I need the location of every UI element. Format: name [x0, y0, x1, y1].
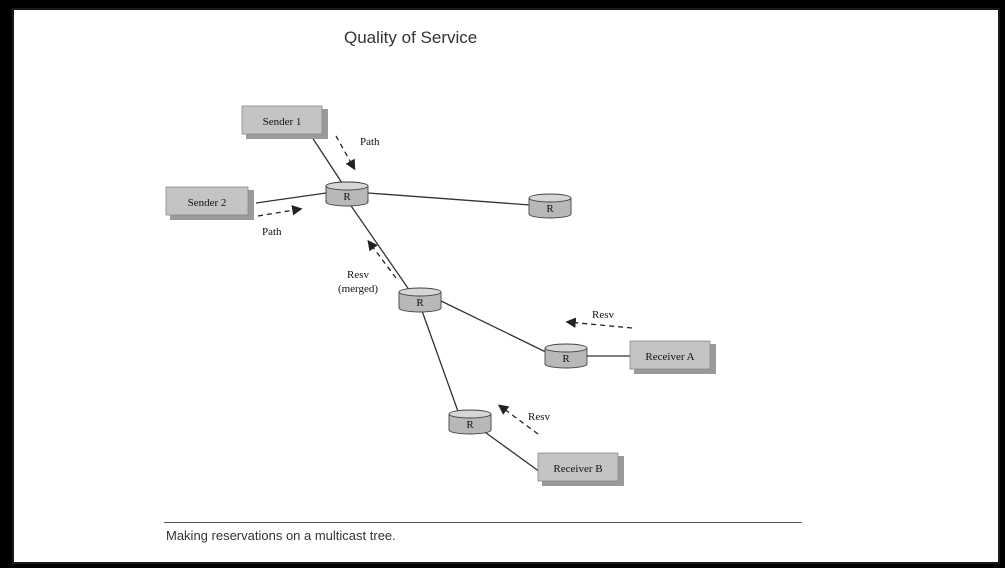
link-r1-r3 [346, 199, 413, 295]
signal-arrows [257, 135, 633, 435]
resv-merged-label: Resv [347, 269, 370, 281]
tree-links [255, 127, 632, 473]
slide-frame: Quality of Service [12, 8, 1000, 564]
link-r3-r4 [438, 299, 555, 357]
router-3: R [398, 287, 442, 313]
link-r3-r5 [420, 307, 461, 418]
router-2-label: R [546, 203, 554, 215]
multicast-tree-diagram: Sender 1 Sender 2 Receiver A Receiver B … [165, 105, 716, 486]
resv-arrow-a [565, 317, 633, 329]
sender2-box: Sender 2 [165, 186, 254, 220]
router-2: R [528, 193, 572, 219]
router-4-label: R [562, 353, 570, 365]
link-r1-r2 [367, 192, 531, 206]
resv-label-a: Resv [592, 309, 615, 321]
figure-caption: Making reservations on a multicast tree. [166, 528, 396, 543]
router-5: R [448, 409, 492, 435]
resv-merged-arrow [367, 239, 397, 279]
receiverA-box: Receiver A [629, 340, 716, 374]
path-arrow-1 [335, 135, 356, 171]
merged-label: (merged) [338, 283, 378, 295]
caption-divider [164, 522, 802, 523]
router-1: R [325, 181, 369, 207]
receiverA-label: Receiver A [645, 351, 694, 363]
link-r5-receiverB [481, 429, 541, 473]
resv-label-b: Resv [528, 411, 551, 423]
router-3-label: R [416, 297, 424, 309]
slide-title: Quality of Service [344, 28, 478, 47]
path-label-1: Path [360, 136, 380, 148]
path-arrow-2 [257, 205, 303, 217]
router-4: R [544, 343, 588, 369]
sender2-label: Sender 2 [188, 197, 227, 209]
link-sender2-r1 [255, 192, 327, 204]
receiverB-box: Receiver B [537, 452, 624, 486]
path-label-2: Path [262, 226, 282, 238]
sender1-label: Sender 1 [263, 116, 302, 128]
router-5-label: R [466, 419, 474, 431]
router-1-label: R [343, 191, 351, 203]
receiverB-label: Receiver B [553, 463, 602, 475]
sender1-box: Sender 1 [241, 105, 328, 139]
resv-arrow-b [497, 404, 539, 435]
